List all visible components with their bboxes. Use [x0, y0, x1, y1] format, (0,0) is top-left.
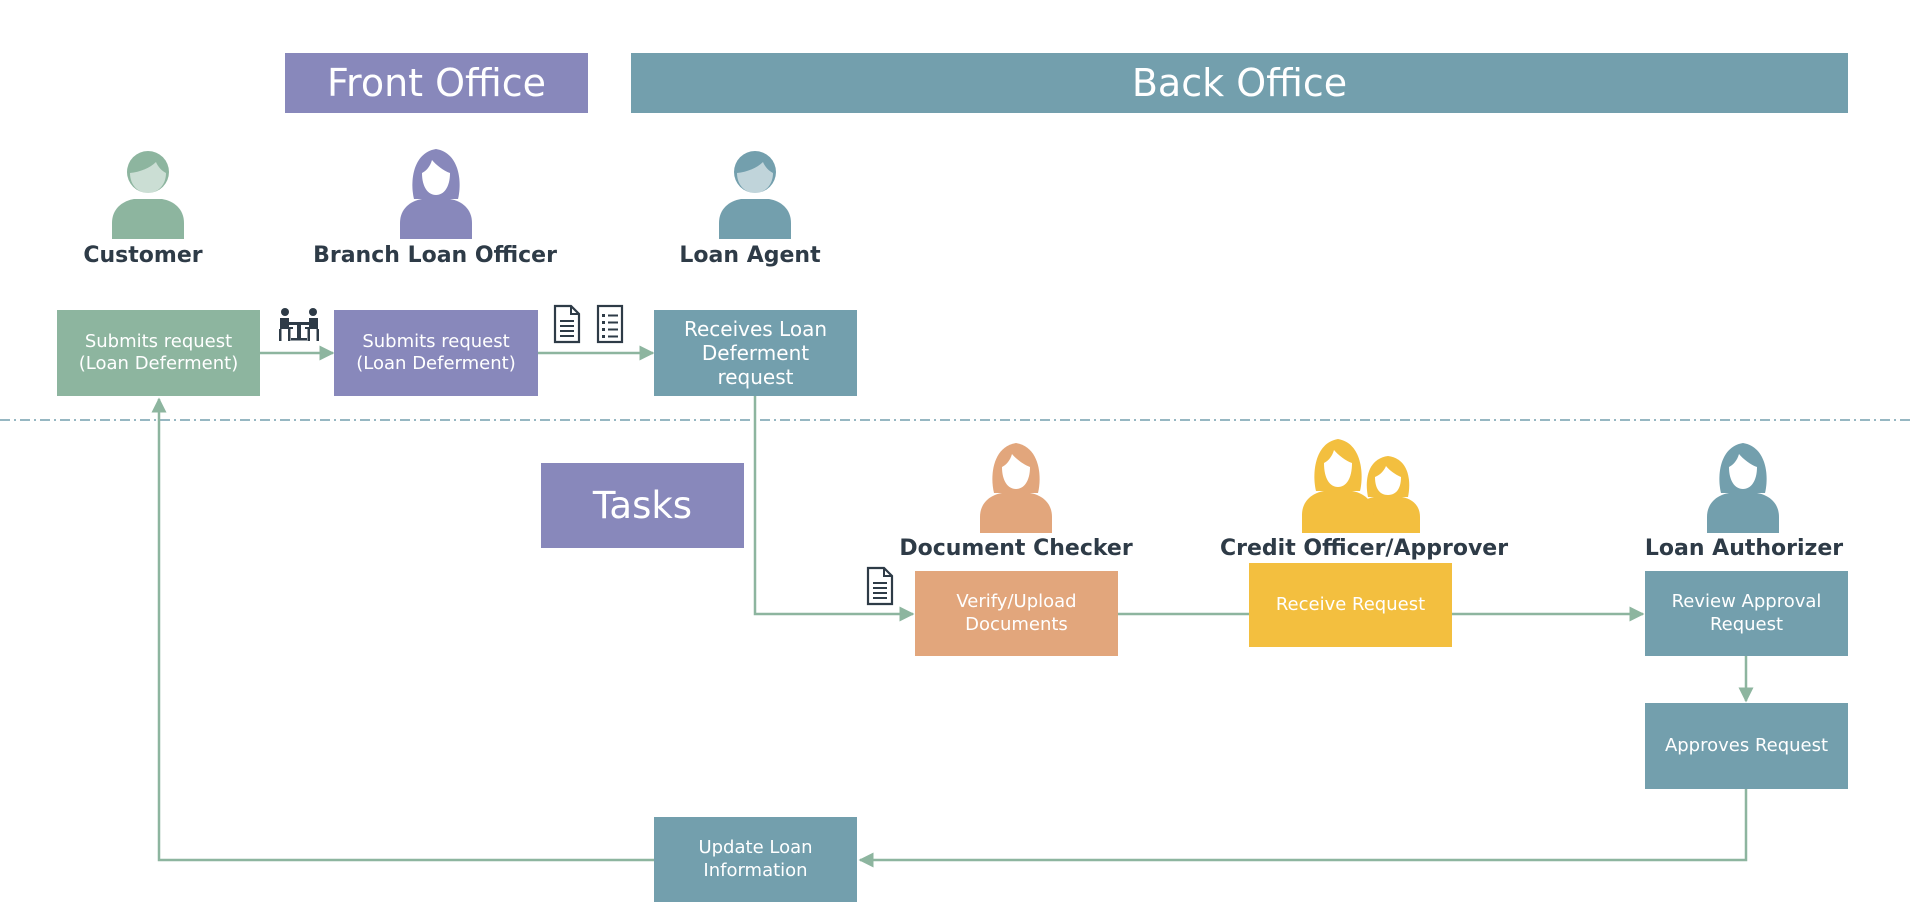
document-icon	[866, 566, 894, 606]
back-office-label: Back Office	[1131, 61, 1348, 105]
step-officer-submit: Submits request (Loan Deferment)	[334, 310, 538, 396]
front-office-banner: Front Office	[285, 53, 588, 113]
role-loan-agent: Loan Agent	[679, 243, 821, 268]
arrow-update-to-customer	[151, 397, 654, 862]
arrow-agent-to-verify	[753, 396, 915, 622]
back-office-banner: Back Office	[631, 53, 1848, 113]
branch-officer-person-icon	[400, 149, 472, 239]
loan-authorizer-person-icon	[1707, 443, 1779, 533]
arrow-approves-to-update	[858, 789, 1748, 868]
document-checker-person-icon	[980, 443, 1052, 533]
step-agent-receive: Receives Loan Deferment request	[654, 310, 857, 396]
role-document-checker: Document Checker	[899, 536, 1133, 561]
credit-officer-person-icon	[1302, 439, 1420, 533]
tasks-label: Tasks	[592, 484, 693, 527]
meeting-people-icon	[279, 308, 319, 341]
role-branch-loan-officer: Branch Loan Officer	[313, 243, 557, 268]
role-customer: Customer	[83, 243, 203, 268]
role-loan-authorizer: Loan Authorizer	[1644, 536, 1844, 561]
role-credit-officer: Credit Officer/Approver	[1220, 536, 1509, 561]
front-office-label: Front Office	[326, 61, 547, 105]
checklist-icon	[596, 304, 624, 344]
step-customer-submit: Submits request (Loan Deferment)	[57, 310, 260, 396]
customer-person-icon	[112, 151, 184, 239]
tasks-banner: Tasks	[541, 463, 744, 548]
step-review-approval: Review Approval Request	[1645, 571, 1848, 656]
loan-agent-person-icon	[719, 151, 791, 239]
document-icon	[553, 304, 581, 344]
step-update-loan: Update Loan Information	[654, 817, 857, 902]
step-receive-request: Receive Request	[1249, 563, 1452, 647]
step-approves-request: Approves Request	[1645, 703, 1848, 789]
step-verify-documents: Verify/Upload Documents	[915, 571, 1118, 656]
